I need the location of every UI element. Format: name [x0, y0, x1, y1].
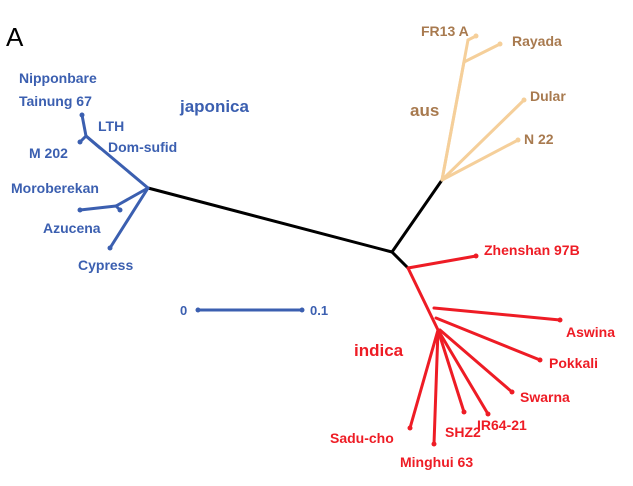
taxon-label-tainung-67: Tainung 67: [19, 93, 92, 109]
taxon-label-dular: Dular: [530, 88, 566, 104]
japonica-clade: [78, 113, 150, 250]
taxon-label-nipponbare: Nipponbare: [19, 70, 97, 86]
indica-clade: [406, 254, 562, 446]
backbone-branch-japonica: [146, 186, 394, 254]
scale-bar-max-label: 0.1: [310, 303, 328, 318]
backbone-branch-aus: [390, 178, 444, 254]
taxon-label-cypress: Cypress: [78, 257, 133, 273]
indica-tips: [407, 253, 563, 447]
taxon-label-azucena: Azucena: [43, 220, 101, 236]
taxon-label-fr13-a: FR13 A: [421, 23, 469, 39]
scale-bar-min-label: 0: [180, 303, 187, 318]
backbone-branch-indica: [390, 250, 410, 270]
taxon-label-zhenshan-97b: Zhenshan 97B: [484, 242, 580, 258]
taxon-label-sadu-cho: Sadu-cho: [330, 430, 394, 446]
taxon-label-aswina: Aswina: [566, 324, 615, 340]
taxon-label-swarna: Swarna: [520, 389, 570, 405]
taxon-label-pokkali: Pokkali: [549, 355, 598, 371]
aus-clade: [440, 34, 526, 182]
panel-label: A: [6, 22, 24, 52]
japonica-tips: [77, 112, 123, 251]
taxon-label-m-202: M 202: [29, 145, 68, 161]
group-label-japonica: japonica: [179, 97, 250, 116]
group-label-aus: aus: [410, 101, 439, 120]
taxon-label-n-22: N 22: [524, 131, 554, 147]
group-label-indica: indica: [354, 341, 404, 360]
taxon-label-rayada: Rayada: [512, 33, 562, 49]
backbone-branches: [146, 178, 444, 270]
taxon-label-moroberekan: Moroberekan: [11, 180, 99, 196]
taxon-label-shz2: SHZ2: [445, 424, 481, 440]
taxon-label-ir64-21: IR64-21: [477, 417, 527, 433]
taxon-label-minghui-63: Minghui 63: [400, 454, 473, 470]
taxon-label-lth: LTH: [98, 118, 124, 134]
aus-tips: [473, 33, 527, 143]
scale-bar: 0 0.1: [180, 303, 328, 318]
taxon-label-dom-sufid: Dom-sufid: [108, 139, 177, 155]
